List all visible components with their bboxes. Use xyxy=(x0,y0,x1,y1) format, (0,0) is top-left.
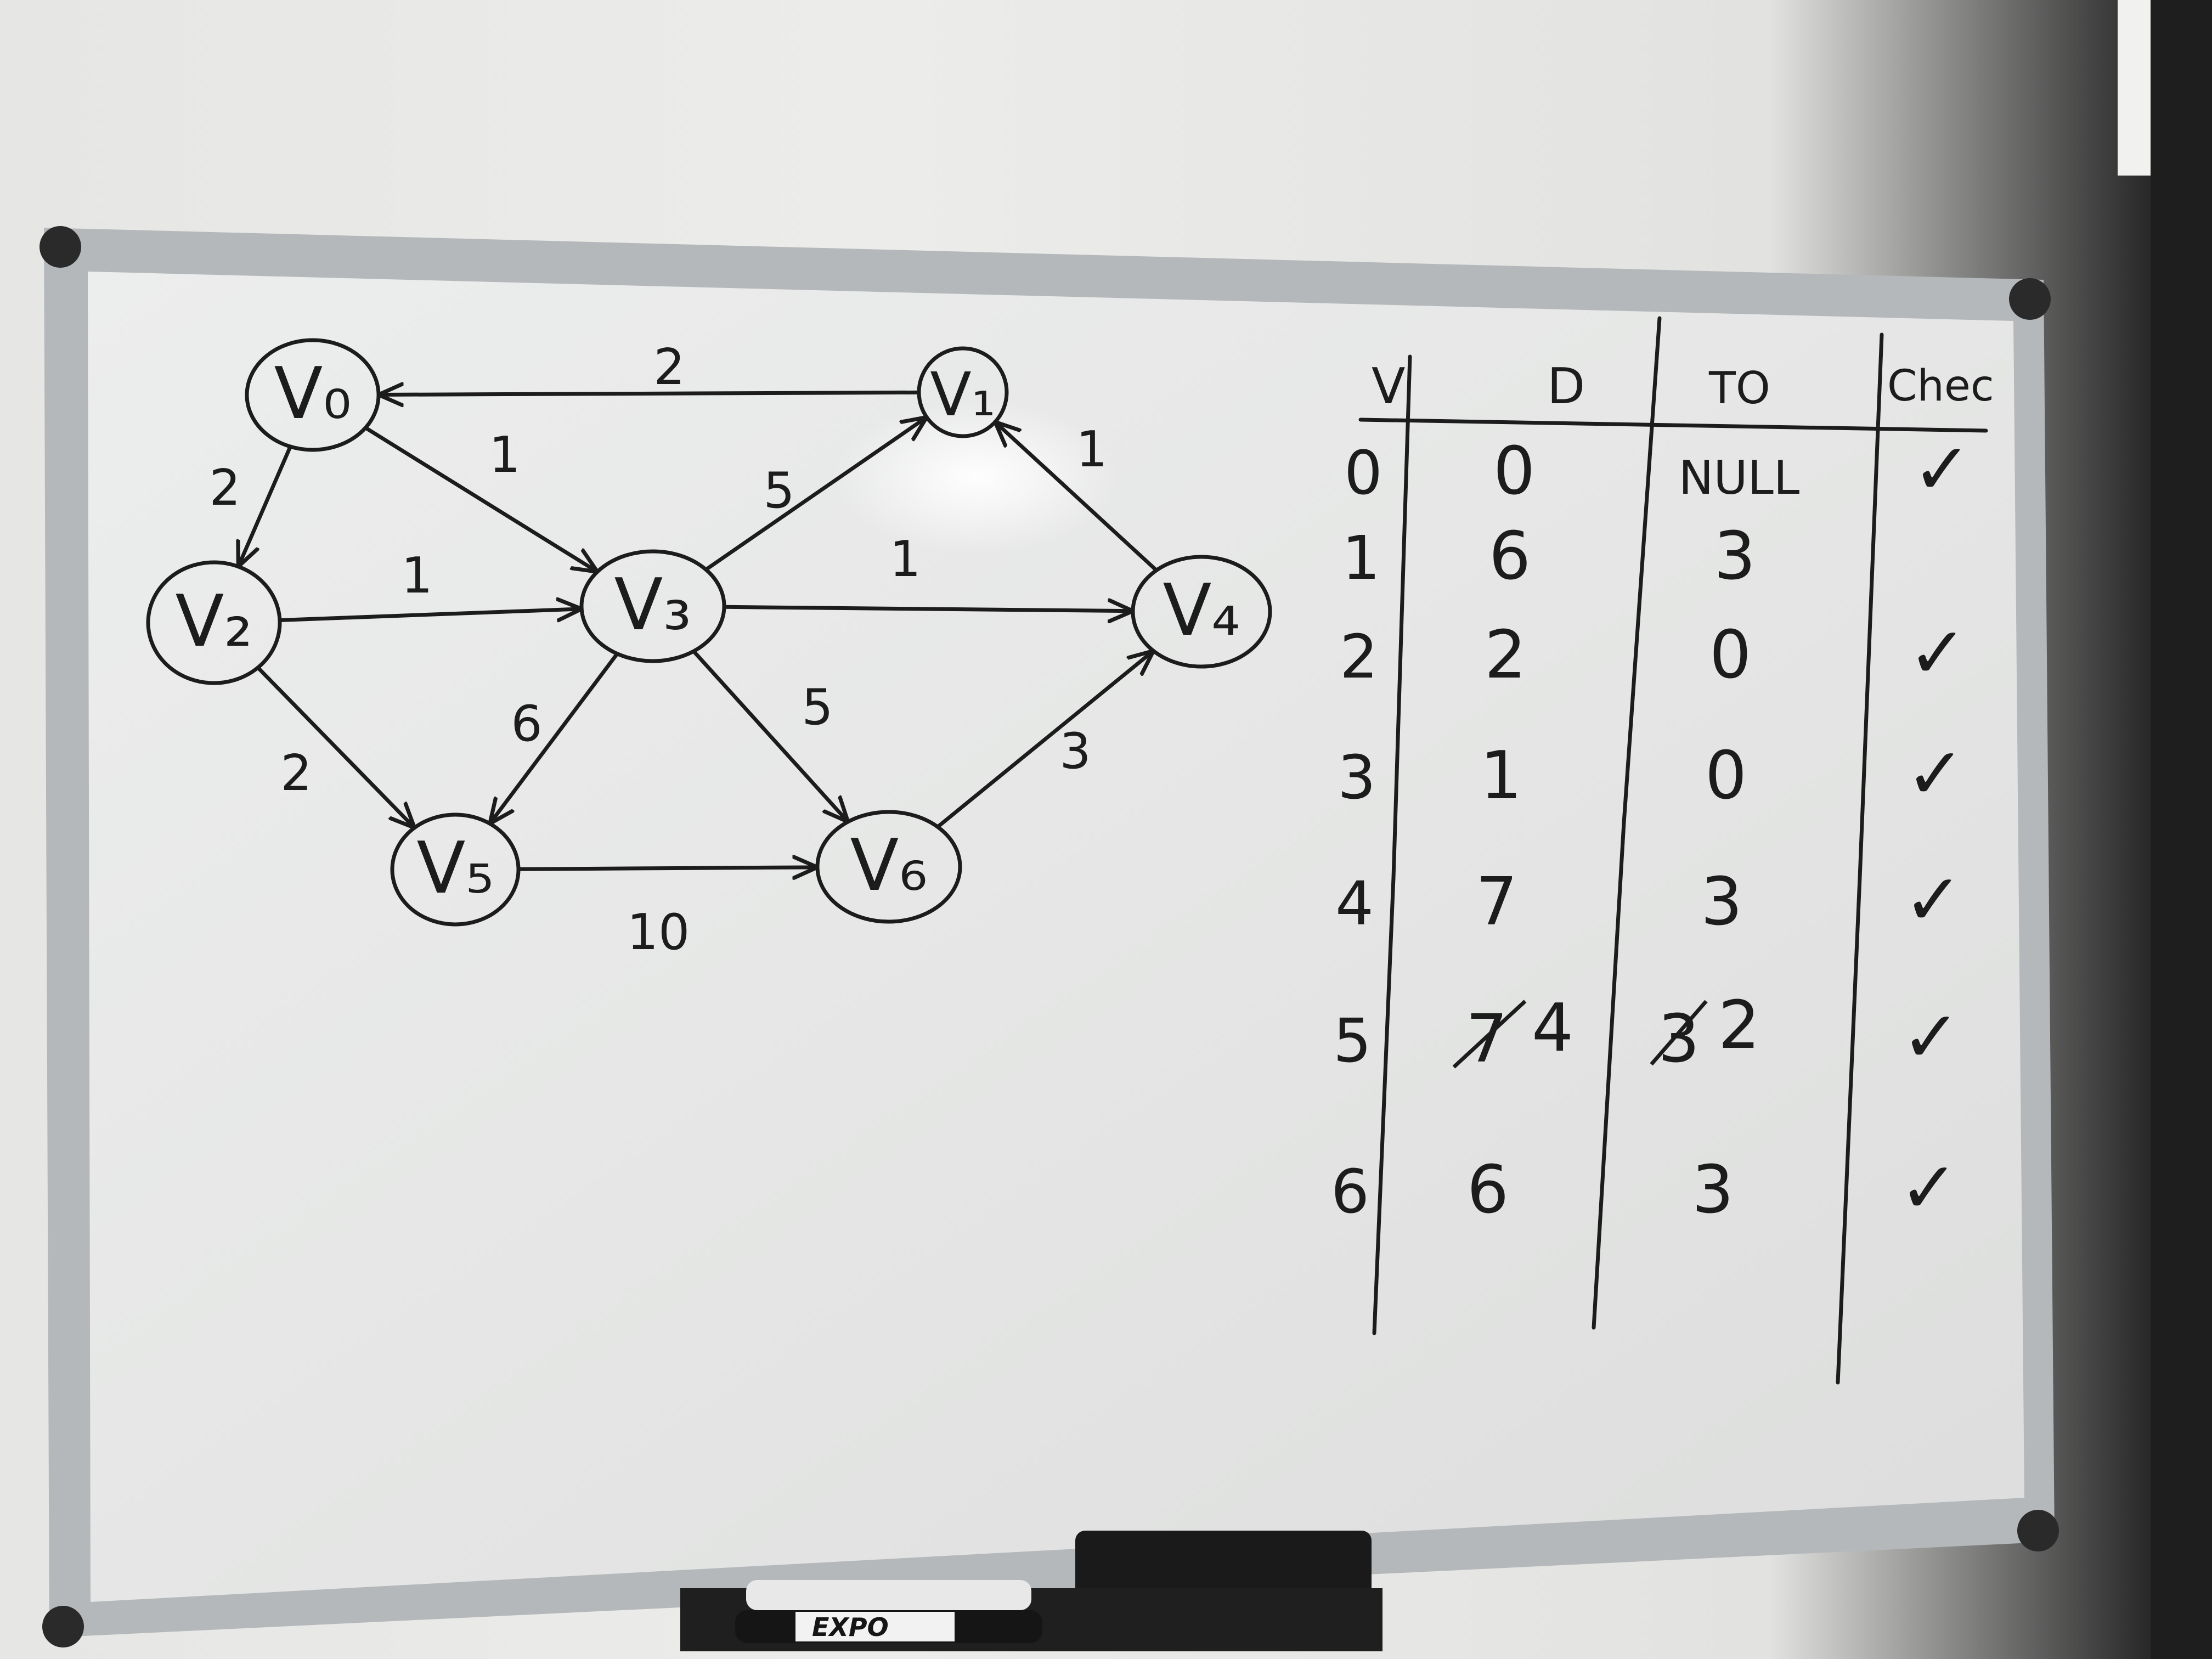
cell-d-3: 1 xyxy=(1480,738,1522,814)
frame-corner xyxy=(2009,278,2051,320)
cell-v-6: 6 xyxy=(1331,1156,1369,1227)
node-label-v3: V₃ xyxy=(614,563,691,646)
cell-to-4: 3 xyxy=(1701,864,1742,940)
edge-weight-v3-v1: 5 xyxy=(763,462,794,520)
node-v0 xyxy=(245,338,381,452)
edge-weight-v6-v4: 3 xyxy=(1059,723,1091,780)
table-col-rule-d xyxy=(1592,316,1662,1330)
edge-v0-v3 xyxy=(363,426,597,572)
edge-weight-v0-v2: 2 xyxy=(209,459,240,517)
edge-weight-v1-v0: 2 xyxy=(653,338,685,396)
header-check: Chec xyxy=(1887,362,1994,411)
marker-brand: EXPO xyxy=(812,1612,889,1642)
node-label-v4: V₄ xyxy=(1163,568,1240,652)
cell-to-struck-5: 3 xyxy=(1658,1001,1700,1077)
header-d: D xyxy=(1547,358,1585,415)
cell-d-6: 6 xyxy=(1467,1152,1509,1228)
marker-label-band xyxy=(795,1612,955,1641)
node-v2 xyxy=(146,560,282,685)
marker xyxy=(746,1580,1031,1610)
strike-to-5 xyxy=(1650,1000,1708,1066)
node-v6 xyxy=(815,810,962,924)
edge-weight-v0-v3: 1 xyxy=(489,426,520,484)
node-label-v1: V₁ xyxy=(930,359,995,430)
cell-d-4: 7 xyxy=(1476,864,1517,940)
node-v3 xyxy=(579,549,726,663)
frame-corner xyxy=(40,226,81,268)
graph-edges xyxy=(238,392,1159,869)
cell-v-1: 1 xyxy=(1342,523,1380,593)
cell-v-2: 2 xyxy=(1340,622,1378,692)
cell-d-5: 4 xyxy=(1532,990,1573,1066)
edge-v5-v6 xyxy=(516,867,820,869)
node-label-v2: V₂ xyxy=(175,579,252,663)
edge-v4-v1 xyxy=(995,422,1159,573)
cell-v-5: 5 xyxy=(1333,1006,1372,1076)
edge-weight-v2-v3: 1 xyxy=(401,547,432,605)
frame-corner xyxy=(42,1606,84,1647)
cell-to-6: 3 xyxy=(1692,1152,1734,1228)
node-label-v5: V₅ xyxy=(416,826,494,910)
cell-d-0: 0 xyxy=(1493,433,1535,510)
wall-dark-edge xyxy=(2151,0,2212,1659)
cell-check-6: ✓ xyxy=(1899,1146,1959,1229)
wall-pipe xyxy=(2118,0,2151,176)
edge-weight-v4-v1: 1 xyxy=(1076,421,1107,478)
edge-v3-v6 xyxy=(691,649,848,822)
graph-nodes: V₀ V₁ V₂ V₃ V₄ V₅ V₆ xyxy=(146,338,1272,927)
cell-check-5: ✓ xyxy=(1901,995,1961,1079)
cell-to-5: 2 xyxy=(1718,988,1760,1064)
cell-v-4: 4 xyxy=(1335,868,1374,939)
edge-weight-v3-v4: 1 xyxy=(889,531,921,588)
node-label-v6: V₆ xyxy=(850,823,927,907)
frame-corner xyxy=(2017,1510,2059,1551)
edge-weight-v2-v5: 2 xyxy=(280,744,312,802)
table-header-rule xyxy=(1358,417,1988,433)
cell-check-3: ✓ xyxy=(1906,732,1966,815)
cell-v-3: 3 xyxy=(1338,742,1376,812)
edge-v2-v3 xyxy=(278,609,584,620)
cell-v-0: 0 xyxy=(1344,438,1383,508)
cell-to-0: NULL xyxy=(1679,451,1800,505)
header-v: V xyxy=(1372,358,1406,415)
table-col-rule-to xyxy=(1836,332,1884,1385)
cell-d-2: 2 xyxy=(1485,617,1526,693)
edge-weight-v5-v6: 10 xyxy=(627,904,690,961)
edge-v1-v0 xyxy=(376,392,921,394)
cell-check-4: ✓ xyxy=(1904,858,1963,941)
edge-v3-v4 xyxy=(722,607,1135,611)
edge-v3-v5 xyxy=(490,652,619,824)
cell-check-2: ✓ xyxy=(1908,611,1968,695)
node-label-v0: V₀ xyxy=(274,352,351,435)
table-lines xyxy=(1358,316,1988,1385)
cell-to-2: 0 xyxy=(1709,617,1751,693)
table-col-rule-v xyxy=(1372,354,1412,1335)
edge-v6-v4 xyxy=(935,651,1153,829)
cell-to-3: 0 xyxy=(1705,738,1747,814)
table-header: V D TO Chec xyxy=(1372,358,1994,415)
strike-d-5 xyxy=(1452,1000,1527,1069)
node-v5 xyxy=(390,812,521,927)
edge-v0-v2 xyxy=(238,444,292,567)
edge-weight-v3-v6: 5 xyxy=(802,679,833,736)
cell-d-struck-5: 7 xyxy=(1466,1001,1508,1077)
graph-edge-labels: 2 2 1 5 1 1 1 2 6 5 3 10 xyxy=(209,338,1107,961)
node-v1 xyxy=(917,346,1009,438)
cell-check-0: ✓ xyxy=(1912,427,1972,511)
cell-to-1: 3 xyxy=(1714,518,1756,595)
eraser xyxy=(1075,1531,1372,1602)
marker-tray: EXPO xyxy=(680,1531,1383,1651)
edge-weight-v3-v5: 6 xyxy=(511,695,542,753)
edge-v2-v5 xyxy=(256,665,414,828)
node-v4 xyxy=(1131,555,1272,669)
cell-d-1: 6 xyxy=(1489,518,1531,595)
header-to: TO xyxy=(1708,363,1770,414)
edge-v3-v1 xyxy=(704,417,927,572)
